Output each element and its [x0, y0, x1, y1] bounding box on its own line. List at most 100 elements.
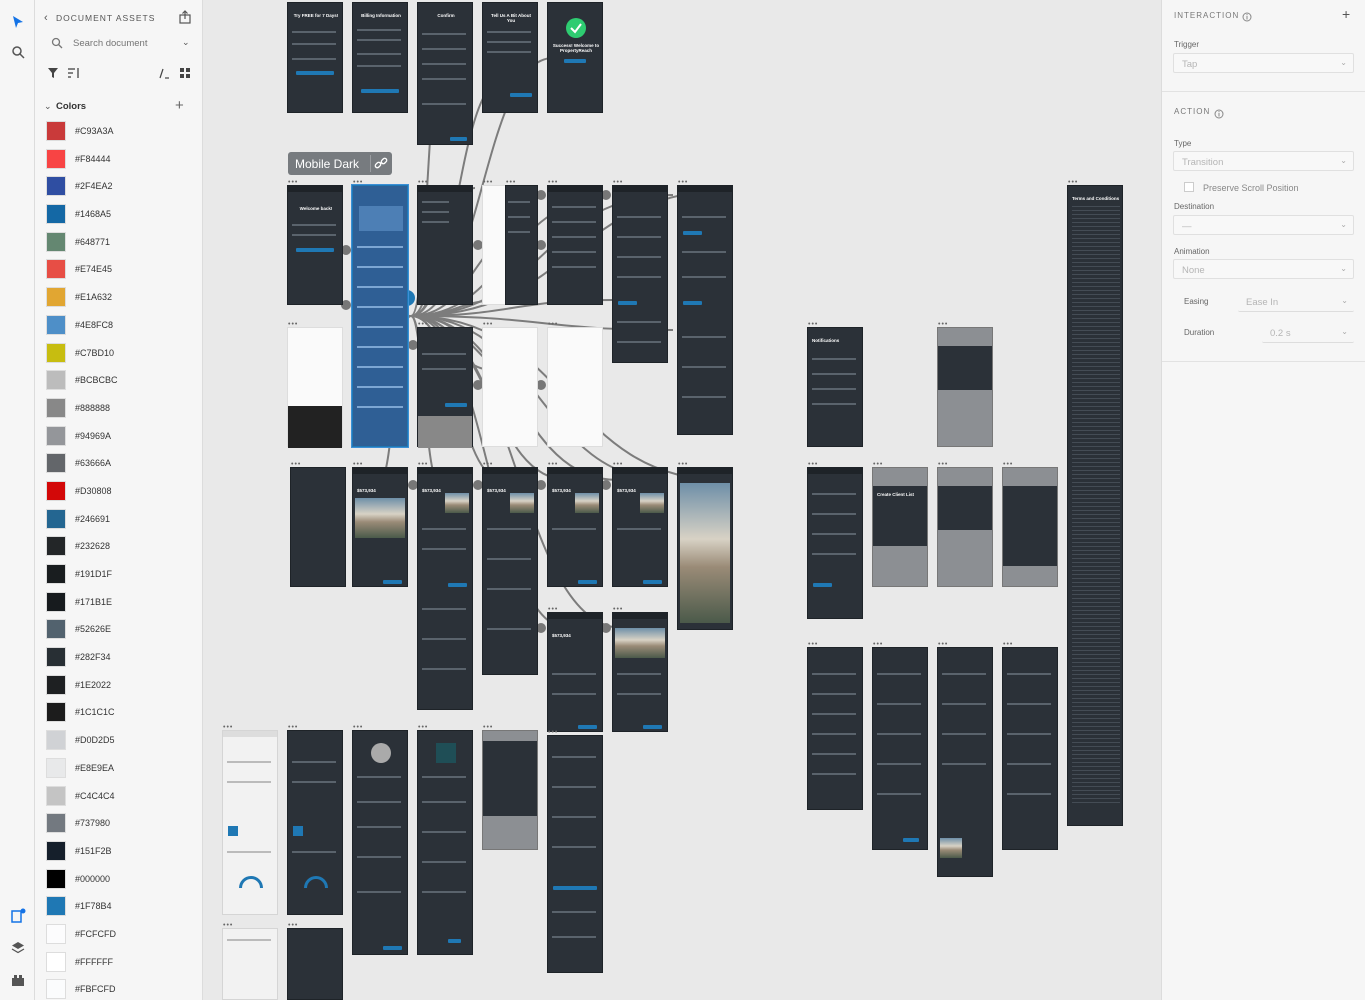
artboard[interactable]: •••	[612, 606, 668, 732]
artboard[interactable]: Tell Us A Bit About You •••	[482, 0, 538, 113]
artboard[interactable]: •••	[612, 179, 668, 363]
artboard-handle-icon[interactable]: •••	[808, 321, 819, 328]
link-icon[interactable]	[374, 156, 388, 173]
artboard[interactable]: •••	[222, 922, 278, 1000]
artboard-handle-icon[interactable]: •••	[418, 179, 429, 186]
artboard-handle-icon[interactable]: •••	[548, 729, 559, 736]
artboard-handle-icon[interactable]: •••	[418, 461, 429, 468]
share-icon[interactable]	[178, 10, 192, 29]
artboard[interactable]: $573,934•••	[547, 461, 603, 587]
color-swatch-item[interactable]: #1E2022	[46, 674, 196, 703]
artboard[interactable]: •••	[807, 461, 863, 619]
artboard-handle-icon[interactable]: •••	[288, 0, 298, 3]
artboard-handle-icon[interactable]: •••	[483, 0, 493, 3]
artboard-handle-icon[interactable]: •••	[1003, 461, 1014, 468]
artboard[interactable]: •••	[222, 724, 278, 915]
color-swatch-item[interactable]: #4E8FC8	[46, 314, 196, 343]
artboard-handle-icon[interactable]: •••	[938, 321, 949, 328]
artboard-handle-icon[interactable]: •••	[353, 179, 364, 186]
artboard[interactable]: Success! Welcome to PropertyReach •••	[547, 0, 603, 113]
color-swatch-item[interactable]: #191D1F	[46, 564, 196, 592]
search-dropdown-chevron-icon[interactable]: ⌄	[182, 37, 190, 47]
color-swatch-item[interactable]: #E8E9EA	[46, 757, 196, 786]
artboard-handle-icon[interactable]: •••	[613, 606, 624, 613]
artboard-handle-icon[interactable]: •••	[678, 461, 689, 468]
color-swatch-item[interactable]: #94969A	[46, 425, 196, 454]
color-swatch-item[interactable]: #D0D2D5	[46, 730, 196, 758]
selected-artboard-mobile-dark[interactable]: •••	[351, 179, 409, 448]
artboard-handle-icon[interactable]: •••	[418, 724, 429, 731]
artboard[interactable]: $573,934•••	[352, 461, 408, 587]
color-swatch-item[interactable]: #282F34	[46, 647, 196, 675]
artboard-handle-icon[interactable]: •••	[678, 179, 689, 186]
back-chevron-icon[interactable]: ‹	[44, 12, 48, 24]
artboard-handle-icon[interactable]: •••	[1003, 641, 1014, 648]
artboard[interactable]: Welcome back! •••	[287, 179, 343, 305]
info-icon[interactable]	[1214, 106, 1224, 124]
artboard[interactable]: •••	[1002, 461, 1058, 587]
artboard[interactable]: •••	[290, 461, 346, 587]
artboard-handle-icon[interactable]: •••	[418, 0, 428, 3]
color-swatch-item[interactable]: #171B1E	[46, 591, 196, 620]
artboard[interactable]: Confirm •••	[417, 0, 473, 145]
color-swatch-item[interactable]: #C4C4C4	[46, 785, 196, 814]
grid-view-icon[interactable]	[179, 66, 191, 84]
color-swatch-item[interactable]: #E74E45	[46, 259, 196, 287]
artboard-handle-icon[interactable]: •••	[291, 461, 302, 468]
artboard[interactable]: •••	[417, 179, 473, 305]
artboard-handle-icon[interactable]: •••	[938, 641, 949, 648]
animation-dropdown[interactable]: None⌄	[1173, 259, 1354, 279]
artboard[interactable]: $573,934•••	[547, 606, 603, 732]
artboard[interactable]: •••	[352, 724, 408, 955]
artboard[interactable]: •••	[547, 321, 603, 447]
selected-artboard-chip[interactable]: Mobile Dark	[288, 152, 392, 175]
color-swatch-item[interactable]: #737980	[46, 813, 196, 841]
artboard[interactable]: •••	[287, 922, 343, 1000]
artboard-handle-icon[interactable]: •••	[873, 641, 884, 648]
artboard-handle-icon[interactable]: •••	[483, 461, 494, 468]
select-tool-icon[interactable]	[8, 12, 28, 32]
artboard-handle-icon[interactable]: •••	[288, 179, 299, 186]
plugins-icon[interactable]	[8, 970, 28, 990]
color-swatch-item[interactable]: #151F2B	[46, 840, 196, 869]
artboard[interactable]: Billing Information •••	[352, 0, 408, 113]
color-swatch-item[interactable]: #FCFCFD	[46, 923, 196, 952]
artboard[interactable]: •••	[937, 641, 993, 877]
artboard-handle-icon[interactable]: •••	[506, 179, 517, 186]
artboard[interactable]: •••	[482, 724, 538, 850]
easing-dropdown[interactable]: Ease In⌄	[1238, 292, 1354, 312]
sort-icon[interactable]	[67, 66, 81, 84]
artboard-handle-icon[interactable]: •••	[1068, 179, 1079, 186]
artboard-handle-icon[interactable]: •••	[353, 0, 363, 3]
colors-section-header[interactable]: ⌄ Colors +	[44, 97, 194, 114]
artboard-handle-icon[interactable]: •••	[548, 606, 559, 613]
color-swatch-item[interactable]: #63666A	[46, 453, 196, 481]
artboard-handle-icon[interactable]: •••	[418, 321, 429, 328]
add-interaction-icon[interactable]: +	[1342, 6, 1351, 22]
artboard[interactable]: •••	[505, 179, 538, 305]
artboard-handle-icon[interactable]: •••	[808, 461, 819, 468]
trigger-dropdown[interactable]: Tap⌄	[1173, 53, 1354, 73]
artboard-handle-icon[interactable]: •••	[548, 321, 559, 328]
add-color-icon[interactable]: +	[175, 97, 184, 114]
type-dropdown[interactable]: Transition⌄	[1173, 151, 1354, 171]
design-canvas[interactable]: Try FREE for 7 Days! ••• Billing Informa…	[203, 0, 1161, 1000]
artboard[interactable]: •••	[1002, 641, 1058, 850]
artboard[interactable]: •••	[287, 321, 343, 448]
artboard-handle-icon[interactable]: •••	[808, 641, 819, 648]
artboard-handle-icon[interactable]: •••	[873, 461, 884, 468]
duration-dropdown[interactable]: 0.2 s⌄	[1262, 323, 1354, 343]
artboard[interactable]: •••	[872, 641, 928, 850]
color-swatch-item[interactable]: #FBFCFD	[46, 979, 196, 1000]
artboard-handle-icon[interactable]: •••	[613, 179, 624, 186]
artboard[interactable]: •••	[417, 724, 473, 955]
color-swatch-item[interactable]: #C93A3A	[46, 121, 196, 149]
document-assets-icon[interactable]	[8, 906, 28, 926]
color-swatch-item[interactable]: #888888	[46, 397, 196, 426]
collapse-chevron-icon[interactable]: ⌄	[44, 101, 52, 111]
artboard[interactable]: Create Client List•••	[872, 461, 928, 587]
artboard[interactable]: $573,934•••	[417, 461, 473, 710]
artboard[interactable]: •••	[287, 724, 343, 915]
list-view-icon[interactable]	[158, 66, 170, 84]
color-swatch-item[interactable]: #FFFFFF	[46, 951, 196, 980]
